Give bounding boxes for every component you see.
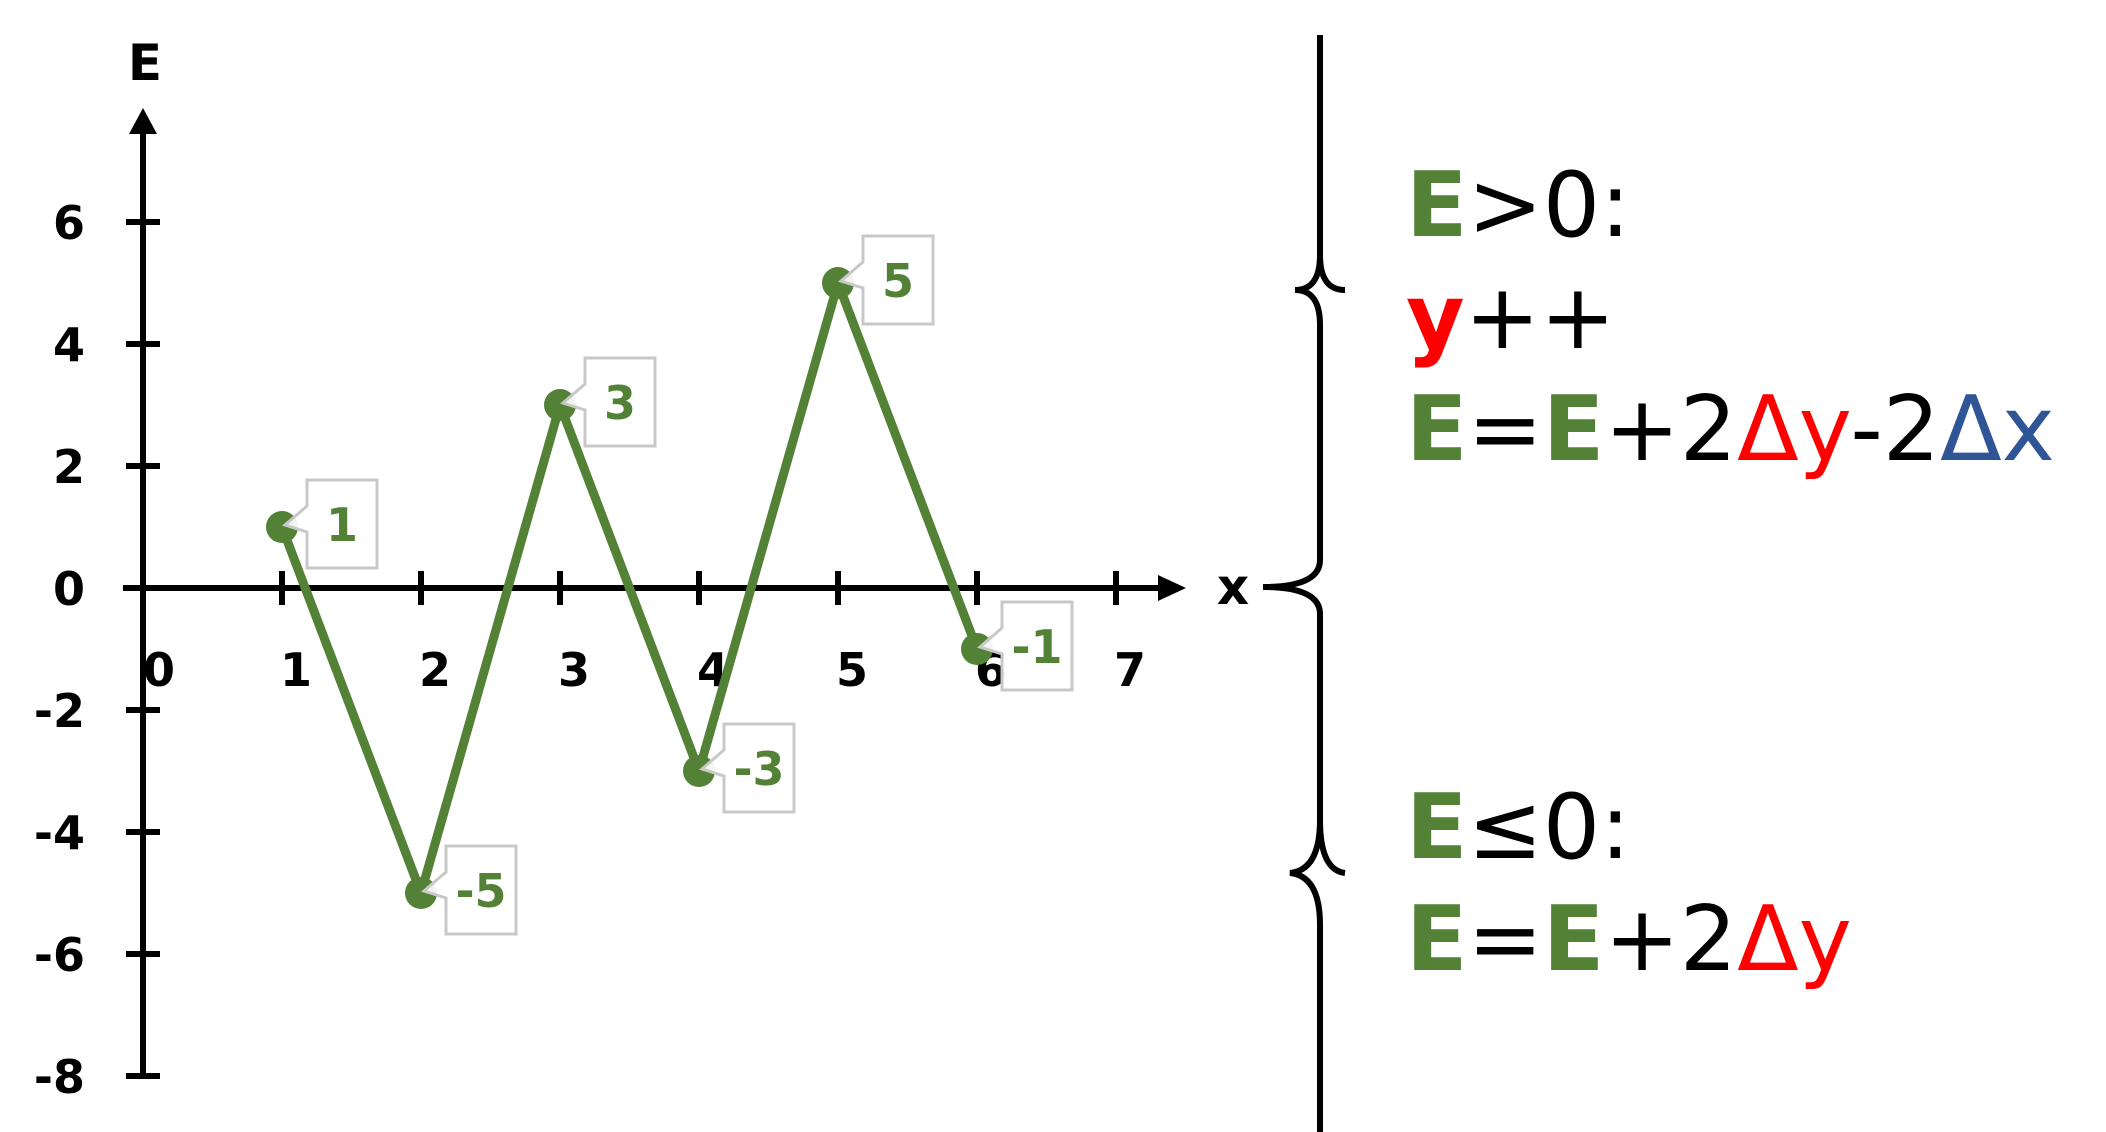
- data-label: 1: [326, 498, 358, 552]
- data-label: -3: [733, 742, 784, 796]
- rule-positive-update: E=E+2Δy-2Δx: [1406, 374, 2055, 486]
- data-label: -5: [455, 864, 506, 918]
- energy-symbol: E: [1542, 377, 1605, 482]
- delta-y-term: Δy: [1737, 377, 1851, 482]
- x-tick-label: 1: [280, 643, 312, 697]
- data-label-box: [698, 722, 796, 814]
- formula-text: =: [1467, 887, 1543, 992]
- x-tick-label: 3: [558, 643, 590, 697]
- y-tick-label: -6: [34, 928, 85, 982]
- y-tick-label: -2: [34, 684, 85, 738]
- formula-text: ++: [1464, 265, 1616, 370]
- energy-symbol: E: [1406, 887, 1468, 992]
- y-axis-title: E: [128, 34, 162, 92]
- y-ticks: -8 -6 -4 -2 0 2 4 6: [34, 196, 160, 1104]
- energy-symbol: E: [1542, 887, 1605, 992]
- data-label: 5: [882, 254, 914, 308]
- data-label-box: [420, 844, 518, 936]
- data-label-box: [559, 356, 657, 448]
- y-tick-label: -8: [34, 1050, 85, 1104]
- x-axis-title: x: [1217, 558, 1249, 616]
- delta-y-term: Δy: [1737, 887, 1852, 992]
- y-symbol: y: [1406, 265, 1465, 370]
- y-tick-label: 0: [53, 562, 85, 616]
- energy-symbol: E: [1406, 153, 1468, 258]
- x-tick-label: 5: [836, 643, 868, 697]
- data-label-box: [281, 478, 379, 570]
- x-tick-label: 2: [419, 643, 451, 697]
- brace-tip-positive: [1317, 254, 1346, 293]
- brace-right: [1262, 35, 1323, 1132]
- x-tick-label: 7: [1114, 643, 1146, 697]
- braces: [1262, 35, 1346, 1132]
- formula-text: -2: [1850, 377, 1941, 482]
- brace-tip-nonpositive: [1317, 819, 1346, 876]
- x-axis-arrow: [1158, 575, 1186, 601]
- data-label: 3: [604, 376, 636, 430]
- y-tick-label: 4: [53, 318, 85, 372]
- data-label: -1: [1011, 620, 1062, 674]
- delta-x-term: Δx: [1940, 377, 2055, 482]
- y-tick-label: -4: [34, 806, 85, 860]
- data-label-box: [837, 234, 935, 326]
- energy-symbol: E: [1406, 775, 1468, 880]
- formula-text: +2: [1604, 377, 1738, 482]
- y-axis-arrow: [129, 108, 157, 134]
- x-tick-label: 0: [143, 643, 175, 697]
- rule-nonpositive-update: E=E+2Δy: [1406, 884, 1852, 996]
- rule-nonpositive-condition: E≤0:: [1406, 772, 1852, 884]
- data-labels: 1 -5 3 -3 5 -1: [281, 234, 1074, 936]
- formula-text: +2: [1604, 887, 1738, 992]
- y-tick-label: 6: [53, 196, 85, 250]
- formula-text: ≤0:: [1467, 775, 1631, 880]
- formula-text: >0:: [1467, 153, 1631, 258]
- energy-symbol: E: [1406, 377, 1468, 482]
- formula-text: =: [1467, 377, 1543, 482]
- rule-positive: E>0: y++ E=E+2Δy-2Δx: [1406, 150, 2055, 486]
- series-line: [277, 268, 982, 908]
- axes: [123, 108, 1186, 1078]
- data-label-box: [976, 600, 1074, 692]
- y-tick-label: 2: [53, 440, 85, 494]
- rule-nonpositive: E≤0: E=E+2Δy: [1406, 772, 1852, 996]
- rule-positive-condition: E>0:: [1406, 150, 2055, 262]
- rule-positive-increment: y++: [1406, 262, 2055, 374]
